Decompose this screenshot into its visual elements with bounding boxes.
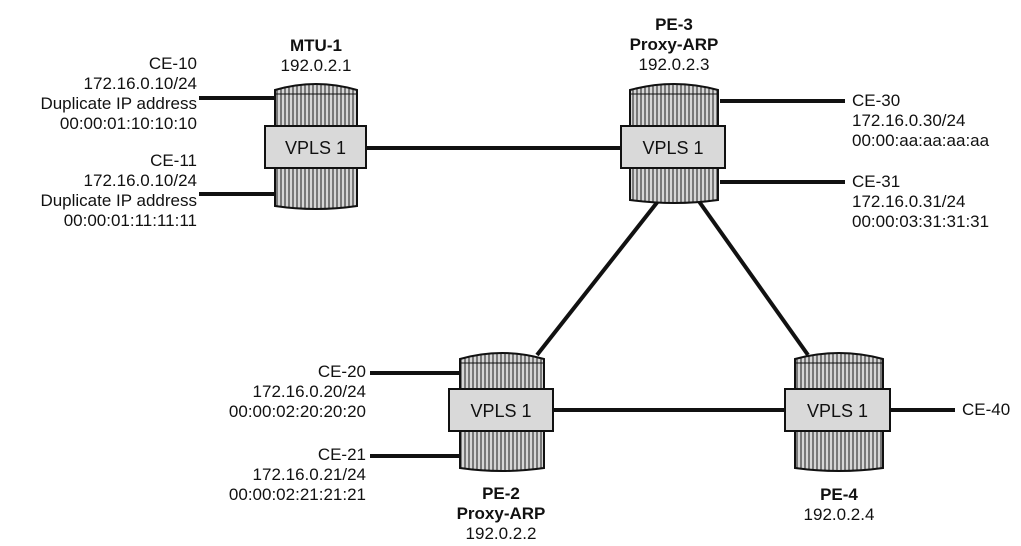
ce30-ip: 172.16.0.30/24 [852,111,966,130]
ce10-note: Duplicate IP address [40,94,197,113]
pe2-label: PE-2 Proxy-ARP 192.0.2.2 [431,484,571,544]
pe4-label: PE-4 192.0.2.4 [779,485,899,525]
pe4-name: PE-4 [820,485,858,504]
pe3-service-label: VPLS 1 [642,138,703,158]
pe3-role: Proxy-ARP [629,35,719,54]
pe3-label: PE-3 Proxy-ARP 192.0.2.3 [604,15,744,75]
ce11-name: CE-11 [150,151,197,170]
mtu1-service-label: VPLS 1 [285,138,346,158]
router-pe2: VPLS 1 [448,352,554,472]
ce20-label: CE-20 172.16.0.20/24 00:00:02:20:20:20 [229,362,366,422]
ce31-name: CE-31 [852,172,901,191]
ce11-ip: 172.16.0.10/24 [83,171,197,190]
router-pe3: VPLS 1 [620,83,726,204]
pe2-role: Proxy-ARP [456,504,546,523]
ce11-note: Duplicate IP address [40,191,197,210]
ce21-label: CE-21 172.16.0.21/24 00:00:02:21:21:21 [229,445,366,505]
ce40-label: CE-40 [962,400,1010,420]
links [199,96,955,458]
pe3-ip: 192.0.2.3 [638,55,710,74]
ce10-ip: 172.16.0.10/24 [83,74,197,93]
pe2-service-label: VPLS 1 [470,401,531,421]
ce10-name: CE-10 [148,54,197,73]
ce31-mac: 00:00:03:31:31:31 [852,212,990,231]
ce31-ip: 172.16.0.31/24 [852,192,966,211]
ce21-ip: 172.16.0.21/24 [252,465,366,484]
ce21-mac: 00:00:02:21:21:21 [228,485,366,504]
mtu1-label: MTU-1 192.0.2.1 [256,36,376,76]
ce20-ip: 172.16.0.20/24 [252,382,366,401]
ce31-label: CE-31 172.16.0.31/24 00:00:03:31:31:31 [852,172,989,232]
ce10-label: CE-10 172.16.0.10/24 Duplicate IP addres… [40,54,197,134]
router-mtu1: VPLS 1 [264,83,367,210]
mtu1-ip: 192.0.2.1 [280,56,352,75]
ce10-mac: 00:00:01:10:10:10 [59,114,197,133]
ce30-name: CE-30 [852,91,901,110]
ce20-name: CE-20 [317,362,366,381]
ce40-name: CE-40 [962,400,1011,419]
pe2-name: PE-2 [482,484,520,503]
ce20-mac: 00:00:02:20:20:20 [228,402,366,421]
pe4-service-label: VPLS 1 [807,401,868,421]
ce30-label: CE-30 172.16.0.30/24 00:00:aa:aa:aa:aa [852,91,989,151]
ce11-label: CE-11 172.16.0.10/24 Duplicate IP addres… [40,151,197,231]
ce21-name: CE-21 [317,445,366,464]
pe4-ip: 192.0.2.4 [803,505,875,524]
pe3-name: PE-3 [655,15,693,34]
mtu1-name: MTU-1 [290,36,342,55]
ce11-mac: 00:00:01:11:11:11 [63,211,197,230]
ce30-mac: 00:00:aa:aa:aa:aa [852,131,990,150]
pe2-ip: 192.0.2.2 [465,524,537,543]
link-pe3-pe2 [535,198,661,357]
link-pe3-pe4 [696,198,810,357]
router-pe4: VPLS 1 [784,352,891,472]
